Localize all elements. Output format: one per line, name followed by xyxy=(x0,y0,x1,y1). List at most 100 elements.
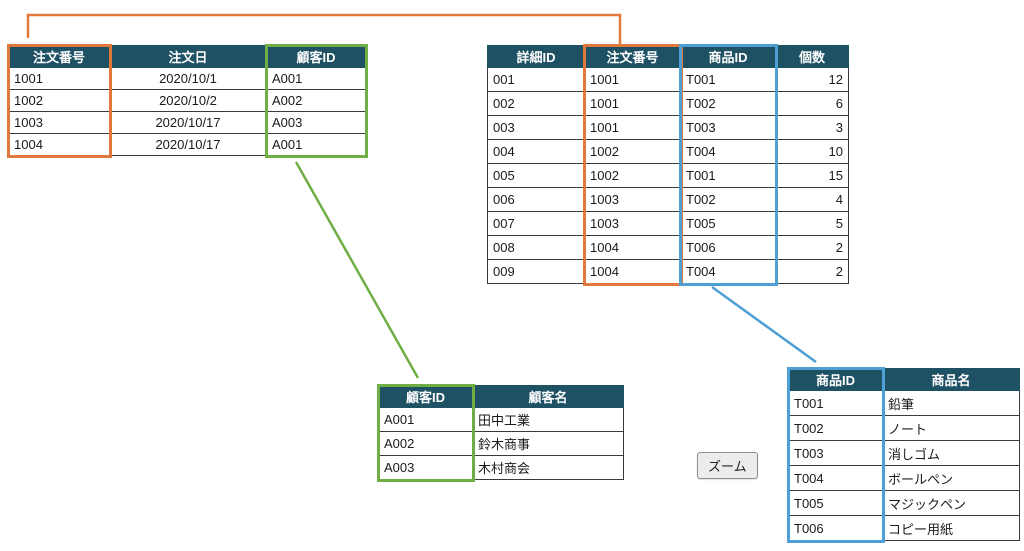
cell: 田中工業 xyxy=(472,407,624,432)
column-header: 顧客ID xyxy=(266,45,366,68)
cell: ノート xyxy=(882,415,1020,441)
cell: A002 xyxy=(266,89,366,112)
cell: A001 xyxy=(266,67,366,90)
cell: ボールペン xyxy=(882,465,1020,491)
cell: 6 xyxy=(775,91,849,116)
cell: T003 xyxy=(680,115,776,140)
cell: 15 xyxy=(775,163,849,188)
cell: 消しゴム xyxy=(882,440,1020,466)
cell: 3 xyxy=(775,115,849,140)
column-header: 顧客ID xyxy=(378,385,473,408)
column-header: 顧客名 xyxy=(472,385,624,408)
cell: 1003 xyxy=(8,111,110,134)
cell: 2 xyxy=(775,235,849,260)
cell: 1003 xyxy=(584,211,681,236)
cell: 1003 xyxy=(584,187,681,212)
cell: 1001 xyxy=(8,67,110,90)
cell: 1002 xyxy=(584,139,681,164)
arrow-details-to-orders xyxy=(26,13,622,45)
cell: A002 xyxy=(378,431,473,456)
cell: T002 xyxy=(788,415,883,441)
cell: T004 xyxy=(788,465,883,491)
cell: 008 xyxy=(487,235,585,260)
column-header: 注文番号 xyxy=(584,45,681,68)
cell: 木村商会 xyxy=(472,455,624,480)
cell: 002 xyxy=(487,91,585,116)
cell: 2020/10/17 xyxy=(109,133,267,156)
cell: 1001 xyxy=(584,115,681,140)
cell: 1001 xyxy=(584,91,681,116)
cell: 1004 xyxy=(8,133,110,156)
cell: A001 xyxy=(266,133,366,156)
cell: マジックペン xyxy=(882,490,1020,516)
cell: T005 xyxy=(680,211,776,236)
cell: 鉛筆 xyxy=(882,390,1020,416)
cell: 003 xyxy=(487,115,585,140)
cell: T001 xyxy=(680,67,776,92)
cell: T006 xyxy=(680,235,776,260)
cell: A001 xyxy=(378,407,473,432)
cell: 009 xyxy=(487,259,585,284)
column-header: 注文日 xyxy=(109,45,267,68)
cell: 1004 xyxy=(584,259,681,284)
cell: T003 xyxy=(788,440,883,466)
column-header: 商品名 xyxy=(882,368,1020,391)
cell: T004 xyxy=(680,259,776,284)
cell: A003 xyxy=(378,455,473,480)
cell: 004 xyxy=(487,139,585,164)
cell: 1001 xyxy=(584,67,681,92)
zoom-button[interactable]: ズーム xyxy=(697,452,758,479)
cell: T002 xyxy=(680,91,776,116)
column-header: 注文番号 xyxy=(8,45,110,68)
column-header: 商品ID xyxy=(788,368,883,391)
column-header: 商品ID xyxy=(680,45,776,68)
column-header: 個数 xyxy=(775,45,849,68)
cell: A003 xyxy=(266,111,366,134)
cell: T001 xyxy=(680,163,776,188)
cell: 12 xyxy=(775,67,849,92)
cell: コピー用紙 xyxy=(882,515,1020,541)
cell: 1004 xyxy=(584,235,681,260)
cell: 2020/10/2 xyxy=(109,89,267,112)
cell: T002 xyxy=(680,187,776,212)
cell: 1002 xyxy=(584,163,681,188)
cell: 005 xyxy=(487,163,585,188)
cell: 5 xyxy=(775,211,849,236)
cell: T004 xyxy=(680,139,776,164)
cell: 001 xyxy=(487,67,585,92)
cell: 006 xyxy=(487,187,585,212)
cell: T001 xyxy=(788,390,883,416)
cell: 4 xyxy=(775,187,849,212)
cell: 2020/10/17 xyxy=(109,111,267,134)
cell: T005 xyxy=(788,490,883,516)
cell: 鈴木商事 xyxy=(472,431,624,456)
arrow-details-to-products xyxy=(711,285,817,364)
arrow-orders-to-customers xyxy=(294,161,420,379)
cell: 007 xyxy=(487,211,585,236)
